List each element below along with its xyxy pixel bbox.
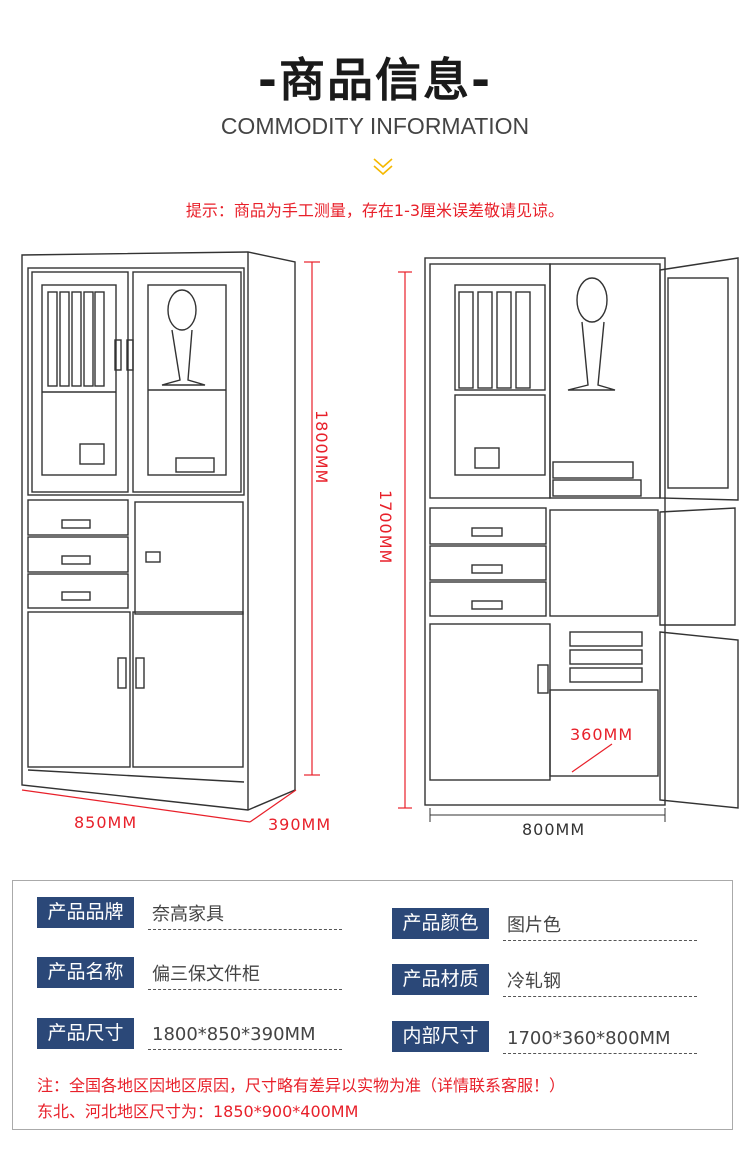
right-height-label: 1700MM	[376, 490, 395, 564]
right-width-label: 800MM	[522, 820, 585, 839]
right-cabinet-drawing	[424, 257, 739, 809]
region-size-note: 东北、河北地区尺寸为：1850*900*400MM	[37, 1102, 359, 1121]
spec-label-size: 产品尺寸	[37, 1018, 134, 1049]
spec-label-inner-size: 内部尺寸	[392, 1021, 489, 1052]
left-dimension-lines	[21, 261, 320, 823]
spec-table	[12, 880, 733, 1130]
right-depth-label: 360MM	[570, 725, 633, 744]
spec-label-material: 产品材质	[392, 964, 489, 995]
page-title: -商品信息-	[257, 53, 493, 107]
page-subtitle: COMMODITY INFORMATION	[220, 113, 530, 139]
spec-label-brand: 产品品牌	[37, 897, 134, 928]
measurement-tip: 提示：商品为手工测量，存在1-3厘米误差敬请见谅。	[185, 201, 565, 220]
left-width-label: 850MM	[74, 813, 137, 832]
right-width-line	[429, 808, 666, 822]
left-height-label: 1800MM	[312, 410, 331, 484]
spec-value-color: 图片色	[503, 914, 697, 941]
spec-value-material: 冷轧钢	[503, 970, 697, 997]
double-chevron-down-icon	[373, 158, 393, 176]
spec-label-name: 产品名称	[37, 957, 134, 988]
left-cabinet-drawing	[21, 251, 296, 811]
size-note: 注：全国各地区因地区原因，尺寸略有差异以实物为准（详情联系客服！）	[37, 1076, 566, 1095]
spec-value-inner-size: 1700*360*800MM	[503, 1027, 697, 1054]
left-depth-label: 390MM	[268, 815, 331, 834]
spec-label-color: 产品颜色	[392, 908, 489, 939]
spec-value-brand: 奈高家具	[148, 903, 342, 930]
cabinet-drawings: 1800MM 850MM 390MM 1700MM 800MM	[21, 251, 739, 839]
spec-value-size: 1800*850*390MM	[148, 1023, 342, 1050]
spec-value-name: 偏三保文件柜	[148, 963, 342, 990]
right-dimension-lines	[398, 271, 613, 809]
